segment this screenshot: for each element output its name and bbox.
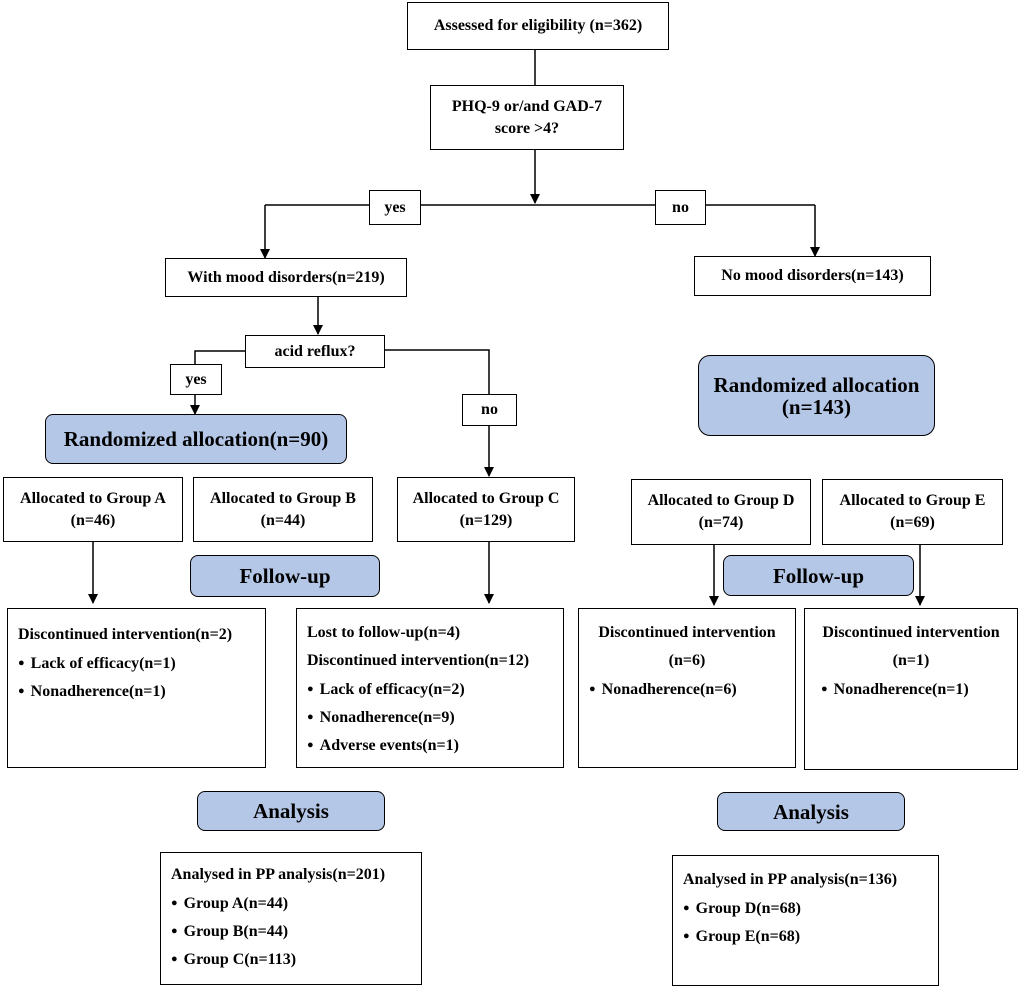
randomized-allocation-left-text: Randomized allocation(n=90) (63, 427, 329, 451)
followup-d-title-1: Discontinued intervention (598, 624, 776, 641)
group-e-line1: Allocated to Group E (839, 492, 986, 509)
group-a-line1: Allocated to Group A (20, 489, 166, 507)
group-b-line2: (n=44) (260, 511, 306, 529)
mood-disorders-text: With mood disorders(n=219) (187, 268, 385, 286)
followup-c-item: Nonadherence(n=9) (307, 703, 553, 731)
group-a-line2: (n=46) (70, 511, 116, 529)
analysis-left-box: Analysed in PP analysis(n=201) Group A(n… (160, 852, 422, 985)
group-d-line2: (n=74) (698, 514, 744, 531)
group-a-box: Allocated to Group A (n=46) (3, 477, 183, 542)
followup-right-text: Follow-up (772, 563, 864, 588)
connector-reflux-yes (194, 350, 245, 364)
eligibility-box: Assessed for eligibility (n=362) (407, 2, 669, 50)
no-mood-disorders-text: No mood disorders(n=143) (721, 267, 904, 284)
randomized-allocation-right-line2: (n=143) (781, 394, 852, 419)
screen-question-line1: PHQ-9 or/and GAD-7 (451, 97, 603, 115)
reflux-no-box: no (462, 394, 517, 426)
followup-c-item: Lack of efficacy(n=2) (307, 675, 553, 703)
no-label-box: no (655, 190, 706, 225)
analysis-left: Analysis (197, 791, 385, 831)
analysis-right: Analysis (717, 792, 905, 831)
followup-c-title-2: Discontinued intervention(n=12) (307, 652, 530, 669)
analysis-right-box: Analysed in PP analysis(n=136) Group D(n… (672, 855, 939, 986)
reflux-yes-label: yes (185, 370, 207, 388)
randomized-allocation-left: Randomized allocation(n=90) (45, 414, 347, 464)
group-c-line1: Allocated to Group C (412, 489, 560, 507)
screen-question-box: PHQ-9 or/and GAD-7 score >4? (430, 85, 624, 150)
followup-left: Follow-up (190, 555, 380, 597)
group-e-line2: (n=69) (890, 514, 935, 531)
followup-c-box: Lost to follow-up(n=4) Discontinued inte… (296, 608, 564, 768)
followup-d-title-2: (n=6) (668, 652, 706, 669)
group-c-box: Allocated to Group C (n=129) (397, 477, 575, 542)
group-b-box: Allocated to Group B (n=44) (193, 477, 373, 542)
analysis-left-item: Group B(n=44) (171, 917, 411, 945)
followup-a-box: Discontinued intervention(n=2) Lack of e… (7, 608, 266, 768)
followup-e-box: Discontinued intervention (n=1) Nonadher… (804, 608, 1018, 770)
no-mood-disorders-box: No mood disorders(n=143) (694, 256, 931, 296)
yes-label-box: yes (369, 190, 421, 225)
mood-disorders-box: With mood disorders(n=219) (165, 258, 407, 297)
followup-a-item: Lack of efficacy(n=1) (18, 649, 255, 677)
group-d-box: Allocated to Group D (n=74) (631, 479, 811, 545)
reflux-yes-box: yes (170, 364, 222, 395)
analysis-left-title: Analysed in PP analysis(n=201) (171, 866, 386, 883)
no-label: no (672, 198, 689, 216)
yes-label: yes (384, 198, 406, 216)
acid-reflux-text: acid reflux? (274, 342, 356, 360)
group-e-box: Allocated to Group E (n=69) (822, 479, 1003, 545)
reflux-no-label: no (481, 401, 498, 418)
followup-e-item: Nonadherence(n=1) (815, 675, 1007, 703)
followup-e-title-1: Discontinued intervention (822, 624, 1000, 641)
analysis-left-item: Group A(n=44) (171, 889, 411, 917)
acid-reflux-box: acid reflux? (245, 335, 385, 368)
followup-c-title-1: Lost to follow-up(n=4) (307, 624, 461, 641)
followup-a-title: Discontinued intervention(n=2) (18, 626, 233, 643)
followup-d-item: Nonadherence(n=6) (589, 675, 785, 703)
followup-a-item: Nonadherence(n=1) (18, 677, 255, 705)
analysis-right-title: Analysed in PP analysis(n=136) (683, 871, 898, 888)
followup-e-title-2: (n=1) (892, 652, 930, 669)
group-c-line2: (n=129) (459, 511, 513, 529)
analysis-right-text: Analysis (773, 799, 849, 824)
analysis-left-text: Analysis (253, 799, 329, 823)
screen-question-line2: score >4? (494, 119, 560, 137)
connector-reflux-no (385, 349, 490, 394)
analysis-right-item: Group D(n=68) (683, 894, 928, 922)
group-d-line1: Allocated to Group D (647, 492, 795, 509)
randomized-allocation-right: Randomized allocation (n=143) (698, 355, 935, 436)
eligibility-text: Assessed for eligibility (n=362) (433, 17, 643, 34)
followup-d-box: Discontinued intervention (n=6) Nonadher… (578, 608, 796, 768)
group-b-line1: Allocated to Group B (210, 489, 356, 507)
followup-right: Follow-up (723, 555, 914, 596)
analysis-left-item: Group C(n=113) (171, 945, 411, 973)
randomized-allocation-right-line1: Randomized allocation (713, 372, 920, 397)
followup-left-text: Follow-up (239, 564, 331, 588)
analysis-right-item: Group E(n=68) (683, 922, 928, 950)
followup-c-item: Adverse events(n=1) (307, 731, 553, 759)
